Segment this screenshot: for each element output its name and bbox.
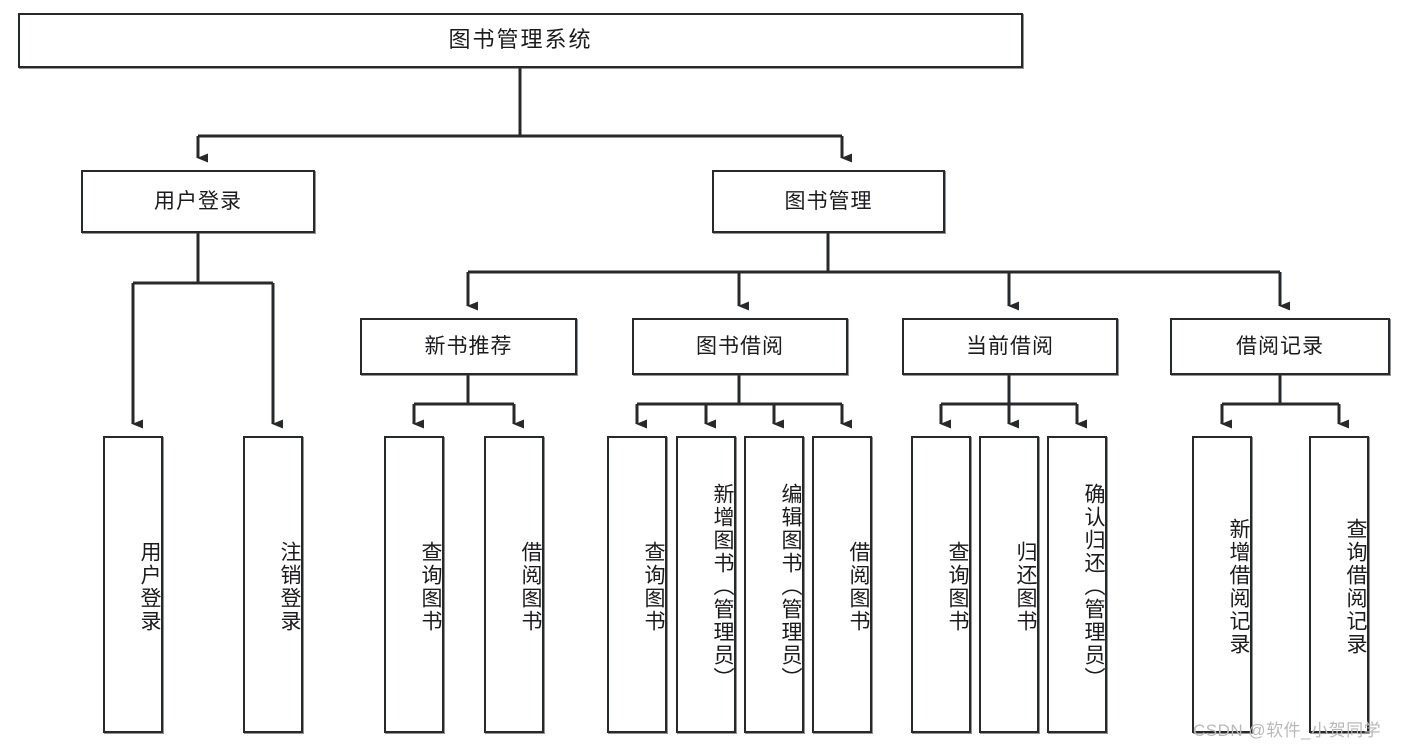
leaf-node-logout-login[interactable]: 注销登录	[243, 436, 303, 733]
node-label: 用户登录	[154, 189, 242, 213]
node-label: 编辑图书（管理员）	[779, 483, 802, 690]
node-book-management[interactable]: 图书管理	[712, 170, 945, 233]
leaf-node-edit-book[interactable]: 编辑图书（管理员）	[744, 436, 804, 733]
leaf-node-user-login[interactable]: 用户登录	[103, 436, 163, 733]
node-label: 查询图书	[642, 540, 665, 633]
node-label: 新书推荐	[424, 334, 513, 358]
node-current-borrow[interactable]: 当前借阅	[902, 318, 1118, 375]
node-label: 图书管理	[784, 189, 873, 213]
node-borrow-record[interactable]: 借阅记录	[1170, 318, 1390, 375]
leaf-node-query-book-borrow[interactable]: 查询图书	[607, 436, 667, 733]
node-label: 借阅记录	[1236, 334, 1324, 358]
node-label: 查询图书	[946, 540, 969, 633]
node-root-book-management-system[interactable]: 图书管理系统	[18, 13, 1023, 68]
node-label: 注销登录	[278, 540, 301, 633]
node-label: 借阅图书	[519, 540, 542, 633]
node-label: 查询图书	[419, 540, 442, 633]
node-label: 图书借阅	[696, 334, 784, 358]
node-new-book-recommend[interactable]: 新书推荐	[360, 318, 577, 375]
leaf-node-confirm-return[interactable]: 确认归还（管理员）	[1047, 436, 1107, 733]
leaf-node-return-book[interactable]: 归还图书	[979, 436, 1039, 733]
node-label: 当前借阅	[966, 334, 1054, 358]
node-user-login[interactable]: 用户登录	[81, 170, 315, 233]
node-label: 归还图书	[1014, 540, 1037, 633]
leaf-node-borrow-book[interactable]: 借阅图书	[812, 436, 872, 733]
node-label: 新增图书（管理员）	[711, 483, 734, 690]
node-label: 用户登录	[138, 540, 161, 633]
leaf-node-query-book-recommend[interactable]: 查询图书	[384, 436, 444, 733]
node-label: 图书管理系统	[448, 27, 593, 53]
node-label: 借阅图书	[847, 540, 870, 633]
node-label: 新增借阅记录	[1227, 517, 1250, 656]
node-label: 确认归还（管理员）	[1082, 483, 1105, 690]
leaf-node-borrow-book-recommend[interactable]: 借阅图书	[484, 436, 544, 733]
node-label: 查询借阅记录	[1344, 517, 1367, 656]
node-book-borrow[interactable]: 图书借阅	[632, 318, 848, 375]
csdn-watermark: CSDN @软件_小贺同学	[1193, 721, 1382, 740]
leaf-node-query-borrow-record[interactable]: 查询借阅记录	[1309, 436, 1369, 733]
leaf-node-query-book-current[interactable]: 查询图书	[911, 436, 971, 733]
leaf-node-add-borrow-record[interactable]: 新增借阅记录	[1192, 436, 1252, 733]
leaf-node-add-book[interactable]: 新增图书（管理员）	[676, 436, 736, 733]
